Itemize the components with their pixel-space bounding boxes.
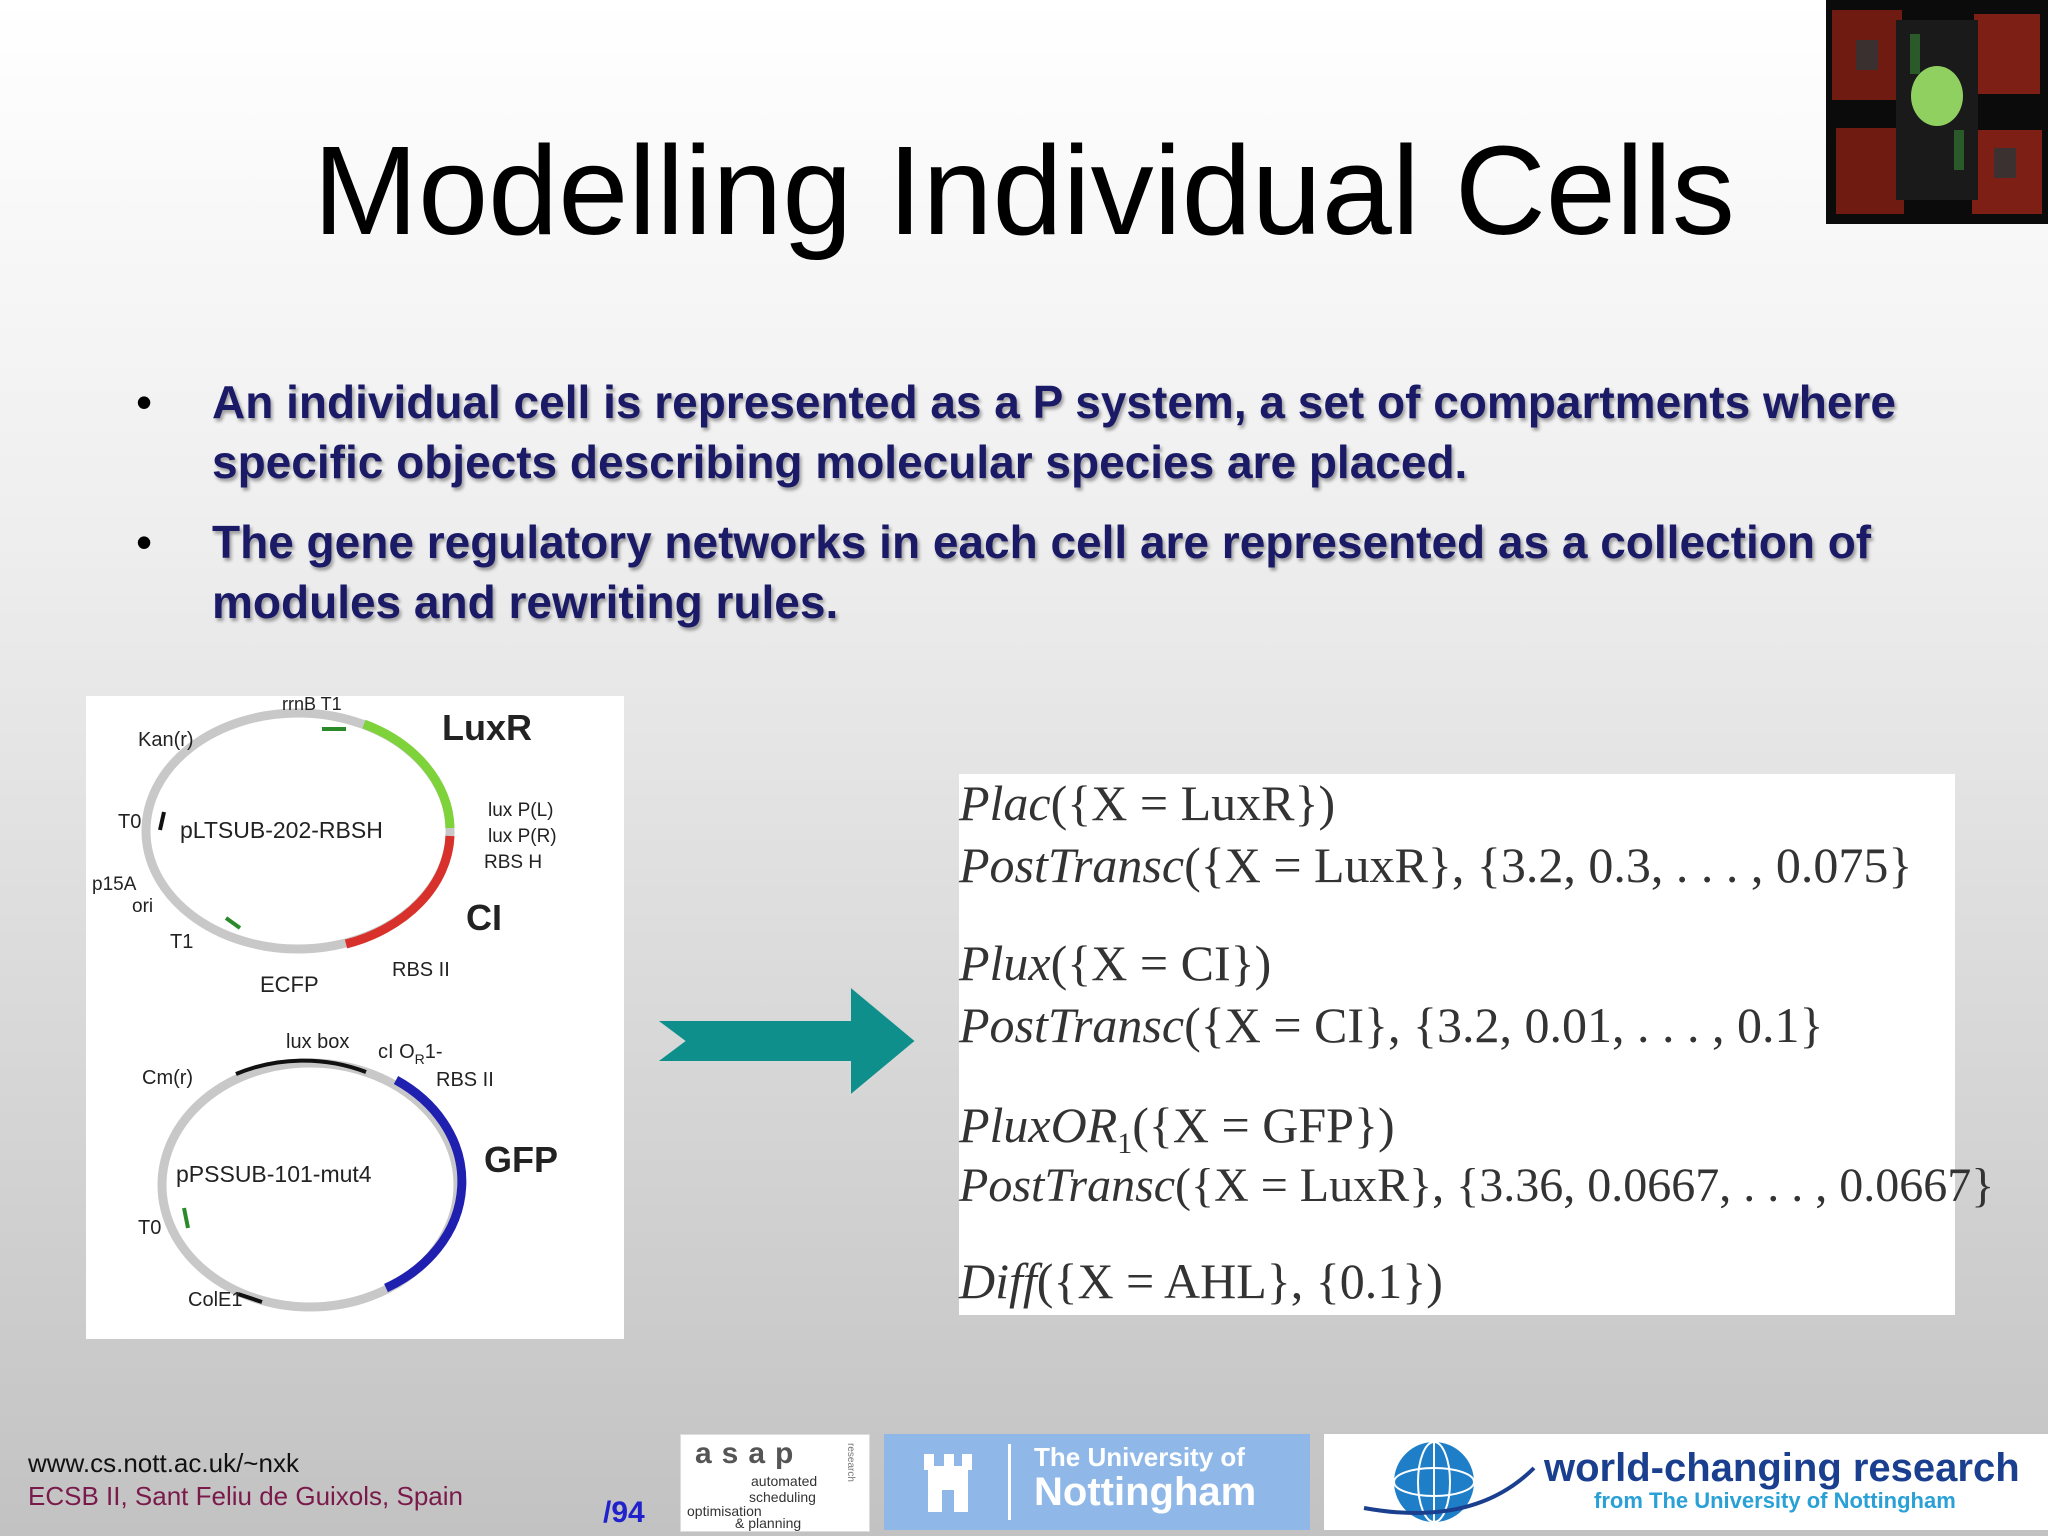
ecfp-label: ECFP <box>260 972 319 997</box>
gfp-segment <box>384 1076 467 1293</box>
luxr-label: LuxR <box>442 707 532 748</box>
nottingham-logo-line2: Nottingham <box>1034 1470 1257 1514</box>
castle-icon <box>924 1454 972 1512</box>
luxr-segment <box>362 719 455 829</box>
t0-label: T0 <box>118 811 141 833</box>
equation-line: PostTransc({X = CI}, {3.2, 0.01, . . . ,… <box>959 997 1824 1053</box>
bullet-text: An individual cell is represented as a P… <box>212 376 1896 488</box>
equation-line: PostTransc({X = LuxR}, {3.36, 0.0667, . … <box>959 1159 1995 1212</box>
footer-url: www.cs.nott.ac.uk/~nxk <box>28 1448 299 1478</box>
plasmid-1: rrnB T1 Kan(r) LuxR T0 pLTSUB-202-RBSH l… <box>92 694 557 997</box>
right-arrow-icon <box>653 983 918 1099</box>
p15a-label: p15A <box>92 874 137 895</box>
cole1-label: ColE1 <box>188 1289 242 1311</box>
ori-label: ori <box>132 896 153 917</box>
plasmid-2: lux box cI OR1- Cm(r) RBS II GFP pPSSUB-… <box>138 1031 558 1312</box>
page-count: /94 <box>603 1496 645 1529</box>
world-logo-line1: world-changing research <box>1544 1446 2020 1490</box>
equation-line: Plac({X = LuxR}) <box>959 775 1336 831</box>
bullet-item: • An individual cell is represented as a… <box>136 372 1976 492</box>
rbs-ii-label-2: RBS II <box>436 1069 494 1091</box>
rrnb-label: rrnB T1 <box>282 696 342 714</box>
world-logo-line2: from The University of Nottingham <box>1594 1488 1956 1513</box>
kan-label: Kan(r) <box>138 729 194 751</box>
bullet-list: • An individual cell is represented as a… <box>136 372 1976 652</box>
bullet-item: • The gene regulatory networks in each c… <box>136 512 1976 632</box>
lux-pl-label: lux P(L) <box>488 800 553 821</box>
rbs-ii-label: RBS II <box>392 959 450 981</box>
footer-conference: ECSB II, Sant Feliu de Guixols, Spain <box>28 1481 463 1511</box>
globe-icon <box>1363 1441 1536 1523</box>
plasmid-2-name: pPSSUB-101-mut4 <box>176 1161 372 1187</box>
world-changing-research-logo: world-changing research from The Univers… <box>1324 1434 2048 1530</box>
slide-title: Modelling Individual Cells <box>313 120 1735 261</box>
equation-line: PostTransc({X = LuxR}, {3.2, 0.3, . . . … <box>959 837 1913 893</box>
bullet-text: The gene regulatory networks in each cel… <box>212 516 1872 628</box>
lux-box-label: lux box <box>286 1031 349 1053</box>
t1-label: T1 <box>170 931 193 953</box>
asap-logo-word: scheduling <box>749 1489 816 1505</box>
nottingham-logo-line1: The University of <box>1034 1442 1245 1472</box>
t0-label-2: T0 <box>138 1217 161 1239</box>
asap-logo-research: research <box>845 1443 856 1482</box>
plasmid-1-name: pLTSUB-202-RBSH <box>180 817 383 843</box>
bullet-marker: • <box>136 376 153 428</box>
equation-line: Plux({X = CI}) <box>959 935 1272 991</box>
asap-logo-word: & planning <box>735 1515 802 1531</box>
nottingham-logo: The University of Nottingham <box>884 1434 1310 1530</box>
cm-label: Cm(r) <box>142 1067 193 1089</box>
rbs-h-label: RBS H <box>484 852 542 873</box>
ci-segment <box>344 835 455 949</box>
logo-divider <box>1008 1444 1011 1520</box>
bullet-marker: • <box>136 516 153 568</box>
asap-logo-word: automated <box>751 1473 818 1489</box>
asap-logo: asap research automated scheduling optim… <box>680 1434 870 1532</box>
equation-line: PluxOR1({X = GFP}) <box>959 1097 1395 1160</box>
equation-line: Diff({X = AHL}, {0.1}) <box>959 1253 1443 1309</box>
asap-logo-name: asap <box>695 1437 804 1470</box>
ci-or1-label: cI OR1- <box>378 1041 443 1067</box>
ci-label: CI <box>466 897 502 938</box>
equations-panel: Plac({X = LuxR}) PostTransc({X = LuxR}, … <box>959 774 1994 1315</box>
decorative-thumbnail-image <box>1826 0 2048 224</box>
plasmid-diagram-panel: rrnB T1 Kan(r) LuxR T0 pLTSUB-202-RBSH l… <box>86 694 624 1339</box>
lux-pr-label: lux P(R) <box>488 826 557 847</box>
gfp-label: GFP <box>484 1139 558 1180</box>
asap-logo-word: optimisation <box>687 1503 762 1519</box>
